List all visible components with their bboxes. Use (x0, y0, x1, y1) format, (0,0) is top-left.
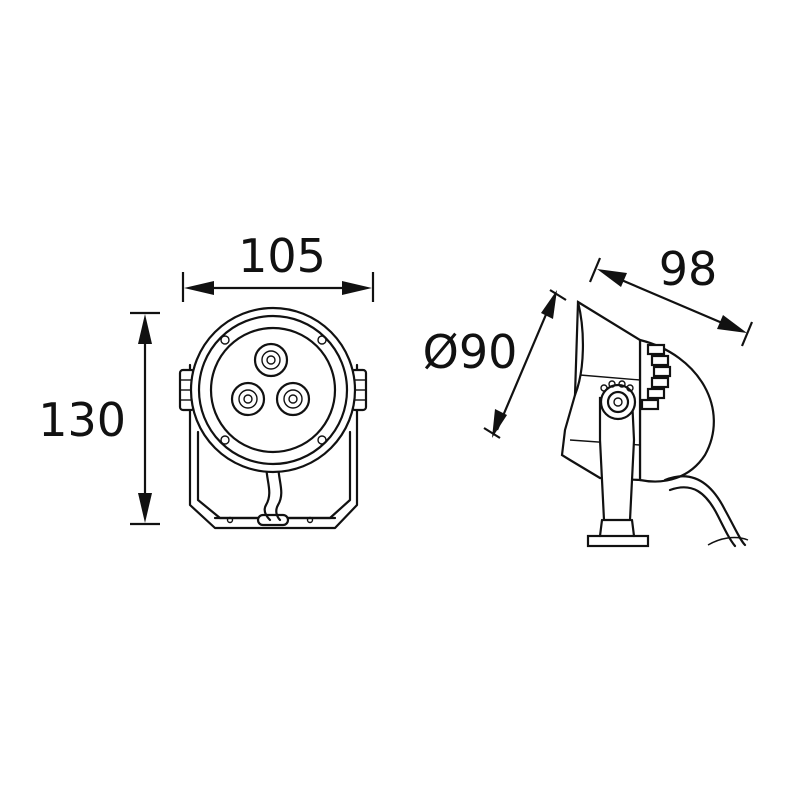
side-view (560, 300, 749, 548)
side-fins (569, 343, 672, 446)
front-screw (317, 435, 327, 445)
diameter-side-label: Ø90 (423, 325, 518, 379)
front-bracket (188, 363, 359, 530)
dimension-height-front: 130 (38, 311, 160, 526)
front-housing-outer (189, 306, 357, 474)
side-pivot-knob (599, 380, 637, 421)
front-lens-ring (209, 326, 337, 454)
front-base-slot (256, 513, 290, 527)
front-view (178, 306, 368, 530)
side-base-stem (598, 518, 636, 538)
front-screw (220, 335, 230, 345)
dimension-diameter-side: Ø90 (423, 289, 567, 439)
side-cable-end (707, 536, 749, 546)
side-cable-edge (668, 486, 737, 548)
front-screw (220, 435, 230, 445)
width-front-label: 105 (238, 229, 326, 283)
front-led-left (230, 381, 266, 417)
front-led-top (253, 342, 289, 378)
length-side-label: 98 (659, 242, 718, 296)
front-base-hole-left (226, 516, 234, 524)
front-base-hole-right (306, 516, 314, 524)
front-housing-ring (197, 314, 349, 466)
side-base-plate (586, 534, 650, 548)
side-front-lens (573, 300, 584, 397)
height-front-label: 130 (38, 393, 126, 447)
side-cable (663, 475, 747, 547)
dimension-width-front: 105 (181, 229, 375, 302)
dimension-length-side: 98 (588, 242, 754, 347)
front-led-right (275, 381, 311, 417)
front-screw (317, 335, 327, 345)
